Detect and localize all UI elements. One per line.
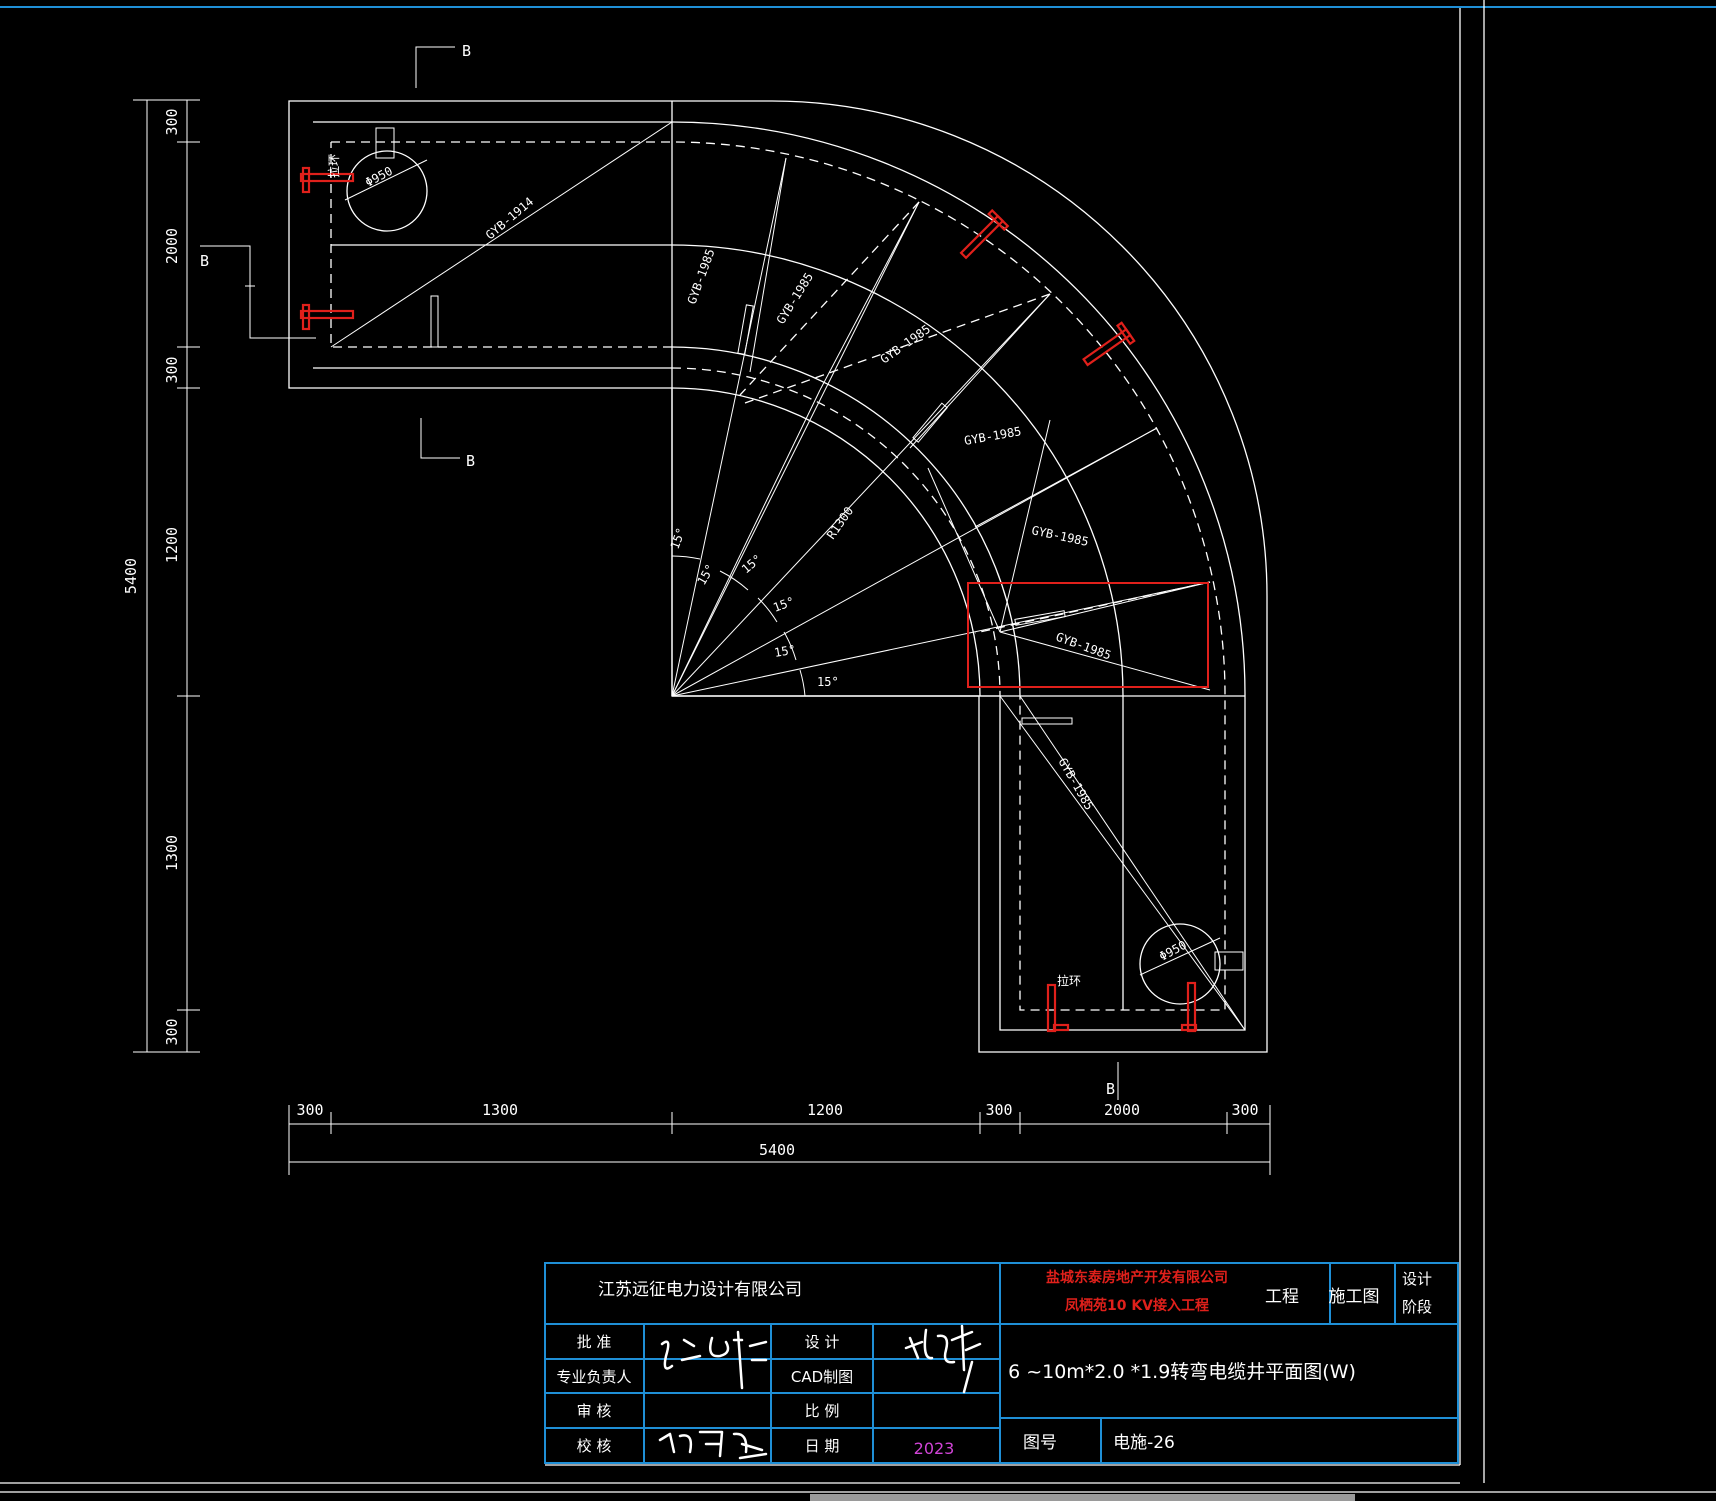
left-dim-6: 300 xyxy=(163,1018,181,1045)
bottom-dim-6: 300 xyxy=(1231,1101,1258,1119)
bottom-dim-3: 1200 xyxy=(807,1101,843,1119)
review-label: 审 核 xyxy=(577,1402,612,1420)
bottom-dimension: 300 1300 1200 300 2000 300 5400 xyxy=(288,1101,1271,1175)
drawing-title: 6 ~10m*2.0 *1.9转弯电缆井平面图(W) xyxy=(1008,1361,1356,1383)
section-mark-left: B xyxy=(200,252,209,270)
left-dim-total: 5400 xyxy=(122,558,140,594)
cable-label-2: GYB-1985 xyxy=(685,247,718,306)
ring-label-top: 拉环 xyxy=(326,154,341,178)
manhole-label-top: Φ950 xyxy=(363,164,395,190)
cable-well-outline xyxy=(288,100,1268,1053)
left-dim-1: 300 xyxy=(163,108,181,135)
bottom-dim-2: 1300 xyxy=(482,1101,518,1119)
date-value: 2023 xyxy=(914,1439,955,1458)
radial-lines xyxy=(671,122,1225,697)
left-dim-2: 2000 xyxy=(163,228,181,264)
project-suffix: 工程 xyxy=(1265,1287,1299,1307)
left-dim-4: 1200 xyxy=(163,527,181,563)
cable-diagonals xyxy=(330,121,1246,1031)
section-mark-bottom: B xyxy=(1106,1080,1115,1098)
selection-highlight xyxy=(967,582,1209,688)
phase-label-1: 设计 xyxy=(1402,1270,1432,1288)
drawing-no: 电施-26 xyxy=(1113,1433,1175,1453)
cable-label-8: GYB-1985 xyxy=(1055,756,1096,813)
company-name: 江苏远征电力设计有限公司 xyxy=(598,1280,802,1300)
signature-top xyxy=(660,1330,768,1390)
phase-label-2: 阶段 xyxy=(1402,1298,1432,1316)
bottom-dim-4: 300 xyxy=(985,1101,1012,1119)
angle-label-2: 15° xyxy=(694,562,717,588)
cable-label-4: GYB-1985 xyxy=(878,322,933,367)
cad-label: CAD制图 xyxy=(791,1368,853,1386)
cable-label-6: GYB-1985 xyxy=(1030,523,1089,549)
angle-label-5: 15° xyxy=(773,642,797,660)
check-label: 校 核 xyxy=(577,1437,612,1455)
radius-label: R1300 xyxy=(824,504,856,542)
manholes: Φ950 Φ950 xyxy=(344,150,1221,1005)
section-mark-top: B xyxy=(462,42,471,60)
phase-value: 施工图 xyxy=(1329,1287,1380,1307)
project-line-2: 凤栖苑10 KV接入工程 xyxy=(1065,1297,1209,1314)
signature-bottom xyxy=(658,1430,768,1460)
cable-label-5: GYB-1985 xyxy=(963,424,1022,448)
angle-label-4: 15° xyxy=(771,594,796,615)
angle-marks: 15° 15° 15° 15° 15° 15° xyxy=(668,526,839,697)
scale-label: 比 例 xyxy=(805,1402,840,1420)
left-dim-3: 300 xyxy=(163,356,181,383)
pulling-rings: 拉环 拉环 xyxy=(299,154,1198,1033)
signature-right xyxy=(904,1324,982,1394)
cable-label-3: GYB-1985 xyxy=(774,270,817,326)
title-block: 江苏远征电力设计有限公司 盐城东泰房地产开发有限公司 凤栖苑10 KV接入工程 … xyxy=(544,1262,1459,1464)
date-label: 日 期 xyxy=(805,1437,840,1455)
bottom-dim-5: 2000 xyxy=(1104,1101,1140,1119)
design-label: 设 计 xyxy=(805,1333,840,1351)
drawing-no-label: 图号 xyxy=(1023,1433,1057,1453)
approve-label: 批 准 xyxy=(577,1333,612,1351)
left-dim-5: 1300 xyxy=(163,835,181,871)
section-mark-bottom-left: B xyxy=(466,452,475,470)
cable-label-1: GYB-1914 xyxy=(483,194,536,242)
ring-label-bottom: 拉环 xyxy=(1057,973,1081,988)
left-dimension: 300 2000 300 1200 1300 300 5400 xyxy=(122,99,200,1053)
angle-label-1: 15° xyxy=(668,526,689,551)
cable-label-7: GYB-1985 xyxy=(1054,630,1113,663)
project-line-1: 盐城东泰房地产开发有限公司 xyxy=(1046,1269,1228,1286)
cable-brackets xyxy=(375,127,1244,971)
section-marks: B B B B xyxy=(200,42,1119,1100)
bottom-dim-total: 5400 xyxy=(759,1141,795,1159)
angle-label-6: 15° xyxy=(817,675,839,689)
chief-label: 专业负责人 xyxy=(556,1368,631,1386)
bottom-dim-1: 300 xyxy=(296,1101,323,1119)
